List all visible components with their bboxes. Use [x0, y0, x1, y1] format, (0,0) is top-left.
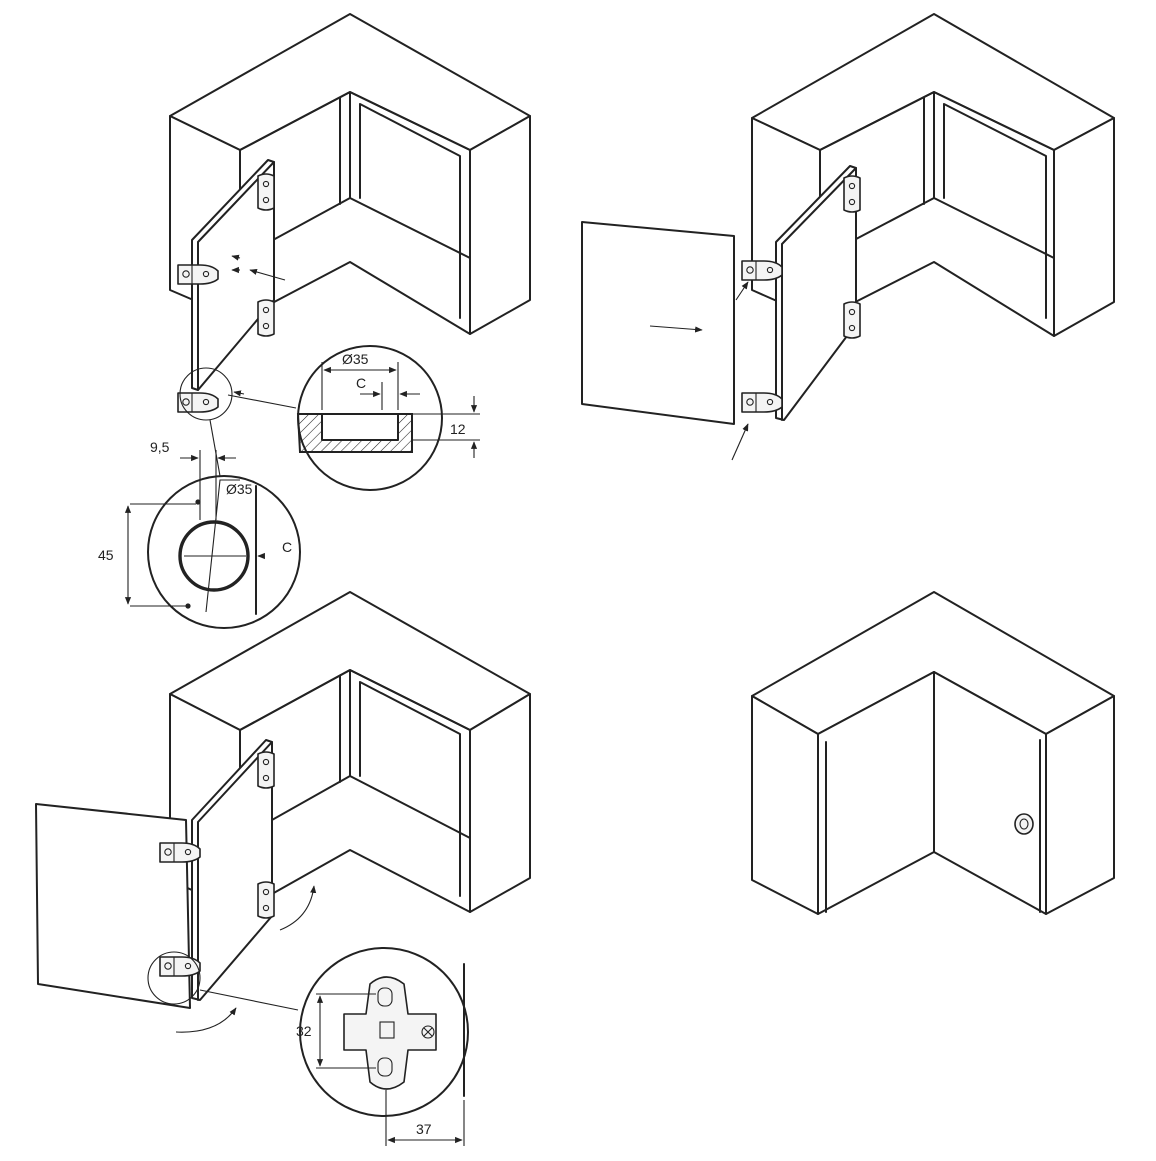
- cabinet-right-side: [469, 115, 531, 335]
- cup-depth-section-detail: Ø35 C 12: [296, 345, 480, 491]
- dim-screw-spacing: 45: [98, 547, 114, 563]
- screw-hole-lower: [185, 603, 191, 609]
- detail-callout-circle: [179, 367, 233, 421]
- corner-door-fixed-leaf: [191, 159, 275, 391]
- drilling-detail-circle: [147, 475, 301, 629]
- dim-cup-depth: 12: [450, 421, 466, 437]
- cup-bore-profile: [321, 413, 399, 441]
- dim-cup-diameter-detail: Ø35: [226, 481, 253, 497]
- screw-hole-upper: [195, 499, 201, 505]
- dim-edge-distance-detail: C: [282, 539, 292, 555]
- hinge-arm-lower: [177, 392, 219, 413]
- cup-hole-circle: [178, 520, 250, 592]
- step-1-cabinet-drilling: [169, 13, 531, 477]
- lock-knob-icon: [1014, 813, 1034, 835]
- second-door-panel: [581, 221, 735, 425]
- hinge-cup-lower: [257, 299, 275, 337]
- hinge-arm-upper: [177, 264, 219, 285]
- step-4-closed-cabinet: [751, 591, 1115, 915]
- step-2-attach-door: [581, 13, 1115, 461]
- dim-plate-spacing: 32: [296, 1023, 312, 1039]
- dim-edge-offset: 9,5: [150, 439, 170, 455]
- cabinet-interior: [239, 91, 471, 335]
- closed-door-right: [933, 671, 1047, 915]
- second-door-panel-open: [35, 803, 191, 1009]
- mounting-plate: [343, 976, 437, 1090]
- drilling-pattern-detail: 9,5 Ø35 45 C: [98, 439, 301, 629]
- step-3-adjust-hinges: [35, 591, 531, 1033]
- dim-plate-offset: 37: [416, 1121, 432, 1137]
- dim-cup-diameter-top: Ø35: [342, 351, 369, 367]
- dim-edge-distance-top: C: [356, 375, 366, 391]
- hinge-cup-upper: [257, 173, 275, 211]
- mounting-plate-detail: 32 37: [296, 947, 469, 1146]
